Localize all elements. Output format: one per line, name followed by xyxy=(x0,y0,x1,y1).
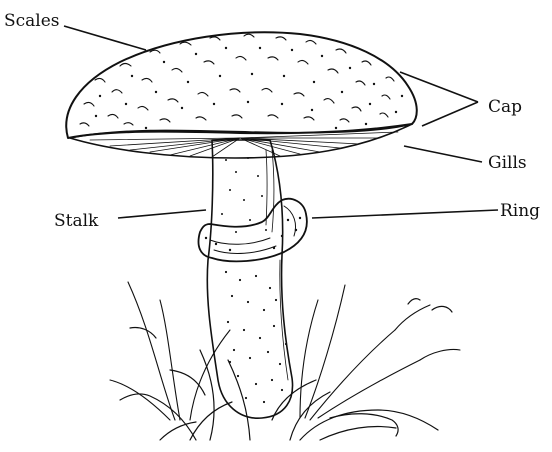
label-ring: Ring xyxy=(500,201,540,221)
leader-gills xyxy=(404,146,482,162)
label-scales: Scales xyxy=(4,11,60,31)
cap-dome xyxy=(66,32,417,138)
leader-stalk xyxy=(118,210,206,218)
label-stalk: Stalk xyxy=(54,211,99,231)
leader-cap-upper xyxy=(400,72,478,102)
leader-scales xyxy=(64,26,146,50)
labels: Scales Cap Gills Ring Stalk xyxy=(4,11,540,231)
label-gills: Gills xyxy=(488,153,527,173)
leader-cap-lower xyxy=(422,102,478,126)
stalk xyxy=(207,140,292,418)
stalk-shading xyxy=(266,150,288,380)
label-cap: Cap xyxy=(488,97,522,117)
ring xyxy=(199,199,307,262)
gill-lines xyxy=(90,132,398,157)
ring-stipple xyxy=(205,217,301,251)
cap-stipple xyxy=(95,47,403,129)
cap-scales xyxy=(80,34,394,126)
leader-ring xyxy=(312,210,498,218)
leader-lines xyxy=(64,26,498,218)
cap xyxy=(66,32,417,158)
